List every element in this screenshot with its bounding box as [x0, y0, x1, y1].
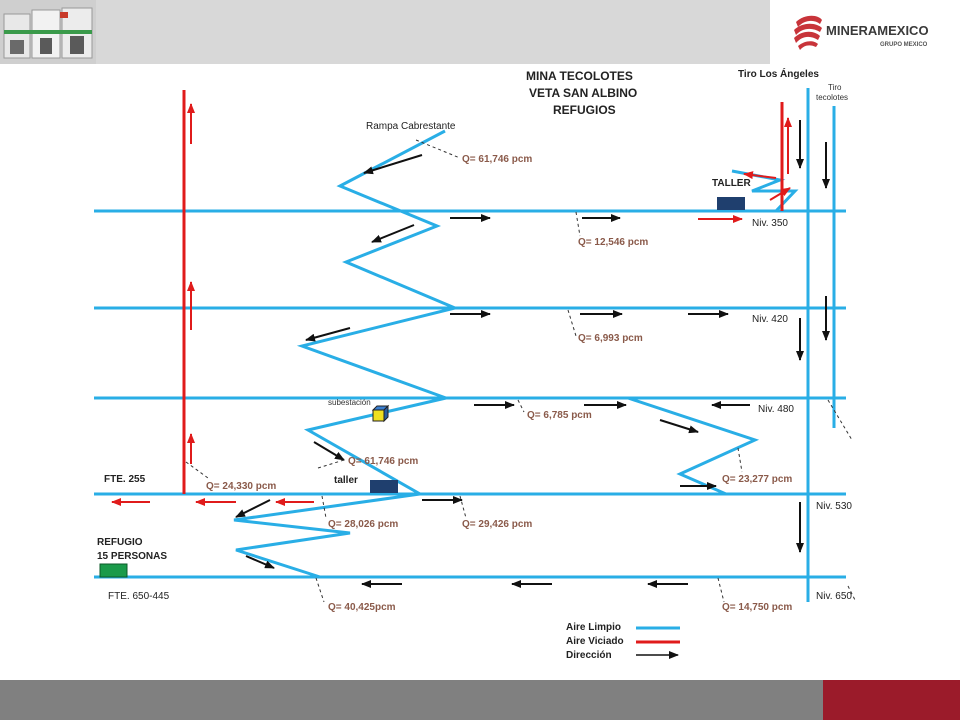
refuge-label-2: 15 PERSONAS	[97, 551, 167, 562]
flow-level-530-left: Q= 28,026 pcm	[328, 519, 398, 530]
flow-level-650-left: Q= 40,425pcm	[328, 602, 396, 613]
footer-bar	[0, 680, 960, 720]
fte-650-label: FTE. 650-445	[108, 591, 170, 602]
level-420-label: Niv. 420	[752, 314, 788, 325]
legend: Aire Limpio Aire Viciado Dirección	[566, 622, 680, 661]
equipment-photo	[0, 0, 96, 64]
company-logo: MINERAMEXICO GRUPO MEXICO	[794, 15, 929, 50]
title-line3: REFUGIOS	[553, 103, 616, 117]
flow-level-530-mid: Q= 29,426 pcm	[462, 519, 532, 530]
refuge-chamber	[99, 563, 128, 578]
direction-arrow	[659, 419, 699, 434]
direction-arrow	[371, 224, 415, 243]
direction-arrows	[235, 120, 830, 588]
logo-icon	[794, 15, 822, 50]
substation-icon	[371, 404, 390, 423]
refuge-label-1: REFUGIO	[97, 537, 143, 548]
legend-clean-air: Aire Limpio	[566, 622, 621, 633]
flow-ramp-top: Q= 61,746 pcm	[462, 154, 532, 165]
logo-subtext: GRUPO MEXICO	[880, 42, 928, 48]
main-ramp	[233, 129, 460, 579]
header-bar	[0, 0, 770, 64]
level-lines	[94, 209, 846, 579]
logo-text: MINERAMEXICO	[826, 23, 929, 38]
flow-level-480: Q= 6,785 pcm	[527, 410, 592, 421]
right-ramp	[627, 396, 760, 496]
stale-air-arrows	[111, 103, 792, 506]
flow-fte-255: Q= 24,330 pcm	[206, 481, 276, 492]
flow-ramp-mid: Q= 61,746 pcm	[348, 456, 418, 467]
direction-arrow	[313, 441, 345, 461]
legend-direction: Dirección	[566, 650, 612, 661]
stale-arrow	[743, 171, 777, 180]
shaft-tecolotes-label-2: tecolotes	[816, 93, 848, 102]
workshop-top	[717, 197, 745, 210]
workshop-lower-label: taller	[334, 475, 358, 486]
direction-arrow	[245, 555, 275, 569]
flow-right-ramp: Q= 23,277 pcm	[722, 474, 792, 485]
title-line2: VETA SAN ALBINO	[529, 86, 637, 100]
substation-label: subestación	[328, 398, 371, 407]
workshop-top-label: TALLER	[712, 178, 751, 189]
footer-accent	[823, 680, 960, 720]
direction-arrow	[235, 499, 271, 518]
leader-lines	[185, 139, 857, 603]
flow-level-420: Q= 6,993 pcm	[578, 333, 643, 344]
flow-level-650-right: Q= 14,750 pcm	[722, 602, 792, 613]
fte-255-label: FTE. 255	[104, 474, 146, 485]
level-530-label: Niv. 530	[816, 501, 852, 512]
shaft-los-angeles-label: Tiro Los Ángeles	[738, 67, 819, 80]
legend-stale-air: Aire Viciado	[566, 636, 624, 647]
level-480-label: Niv. 480	[758, 404, 794, 415]
level-650-label: Niv. 650	[816, 591, 852, 602]
flow-level-350: Q= 12,546 pcm	[578, 237, 648, 248]
direction-arrow	[305, 327, 351, 342]
level-350-label: Niv. 350	[752, 218, 788, 229]
logo-area	[770, 0, 960, 64]
shaft-tecolotes-label-1: Tiro	[828, 83, 842, 92]
direction-arrow	[363, 154, 423, 175]
ramp-label: Rampa Cabrestante	[366, 121, 456, 132]
title-line1: MINA TECOLOTES	[526, 69, 633, 83]
stale-arrow	[769, 187, 791, 201]
workshop-lower	[370, 480, 398, 493]
